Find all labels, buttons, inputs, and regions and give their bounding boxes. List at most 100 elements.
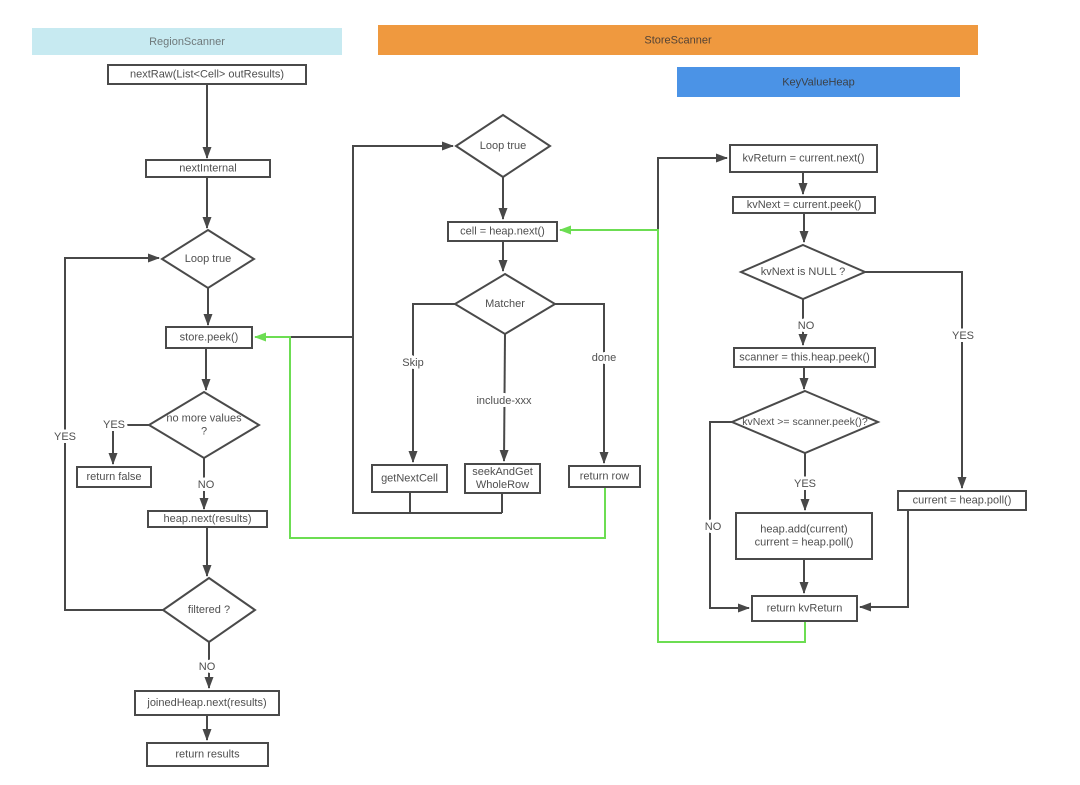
key-value-heap-header: KeyValueHeap xyxy=(677,67,960,97)
region-loop-true-diamond xyxy=(160,228,256,290)
edge-return-row-to-store-peek xyxy=(254,332,606,539)
region-scanner-header: RegionScanner xyxy=(32,28,342,55)
current-heap-poll-box xyxy=(897,490,1027,511)
region-scanner-header-bar xyxy=(32,28,342,55)
node-kv-next-is-null: kvNext is NULL ? xyxy=(738,243,868,301)
node-cell-heap-next: cell = heap.next() xyxy=(447,221,558,242)
node-kv-next-current-peek-label: kvNext = current.peek() xyxy=(747,199,862,211)
label-no-filtered: NO xyxy=(199,661,216,673)
return-false-box xyxy=(76,466,152,488)
node-seek-and-get-whole-row-label: seekAndGet xyxy=(472,466,533,478)
node-kv-next-current-peek: kvNext = current.peek() xyxy=(732,196,876,214)
store-scanner-header: StoreScanner xyxy=(378,25,978,55)
node-return-row-label: return row xyxy=(580,471,630,483)
node-return-kv-return: return kvReturn xyxy=(751,595,858,622)
label-skip: Skip xyxy=(402,357,423,369)
node-next-raw-label: nextRaw(List<Cell> outResults) xyxy=(130,69,284,81)
label-no-kv-null: NO xyxy=(798,320,815,332)
node-no-more-values-label: no more values xyxy=(166,413,242,425)
heap-next-results-box xyxy=(147,510,268,528)
node-current-heap-poll: current = heap.poll() xyxy=(897,490,1027,511)
node-scanner-this-heap-peek-label: scanner = this.heap.peek() xyxy=(739,352,870,364)
node-return-false-label: return false xyxy=(86,471,141,483)
label-yes-kv-null: YES xyxy=(952,330,974,342)
node-return-kv-return-label: return kvReturn xyxy=(767,603,843,615)
node-no-more-values-label: ? xyxy=(201,426,207,438)
node-heap-add-current-label: heap.add(current) xyxy=(760,524,847,536)
node-return-false: return false xyxy=(76,466,152,488)
node-return-results-label: return results xyxy=(175,749,240,761)
matcher-diamond xyxy=(453,272,557,336)
node-region-loop-true-label: Loop true xyxy=(185,253,231,265)
edge-cell-call-to-kv-return xyxy=(657,153,728,230)
filtered-diamond xyxy=(161,576,257,644)
edge-return-kv-to-cell-heap-next xyxy=(559,225,806,643)
node-heap-add-current-label: current = heap.poll() xyxy=(755,537,854,549)
node-kv-return-current-next-label: kvReturn = current.next() xyxy=(743,153,865,165)
node-store-peek: store.peek() xyxy=(165,326,253,349)
node-seek-and-get-whole-row-label: WholeRow xyxy=(476,479,529,491)
edge-matcher-done-branch xyxy=(555,303,609,464)
label-yes-filtered-loop: YES xyxy=(54,431,76,443)
node-get-next-cell-label: getNextCell xyxy=(381,473,438,485)
node-kv-next-is-null-label: kvNext is NULL ? xyxy=(761,266,846,278)
label-no-ge: NO xyxy=(705,521,722,533)
store-peek-box xyxy=(165,326,253,349)
next-internal-box xyxy=(145,159,271,178)
next-raw-box xyxy=(107,64,307,85)
label-include-xxx: include-xxx xyxy=(476,395,532,407)
seek-and-get-whole-row-box xyxy=(464,463,541,494)
node-store-loop-true-label: Loop true xyxy=(480,140,526,152)
edge-current-poll-to-return-kv xyxy=(859,510,909,612)
kv-next-current-peek-box xyxy=(732,196,876,214)
node-heap-next-results-label: heap.next(results) xyxy=(163,513,251,525)
return-kv-return-box xyxy=(751,595,858,622)
edge-store-loop-back xyxy=(352,141,502,514)
label-yes-ge: YES xyxy=(794,478,816,490)
node-store-loop-true: Loop true xyxy=(454,113,552,179)
edge-ge-no-to-return-kv xyxy=(709,421,750,613)
heap-add-current-box xyxy=(735,512,873,560)
node-heap-next-results: heap.next(results) xyxy=(147,510,268,528)
node-no-more-values: no more values? xyxy=(147,390,261,460)
edge-matcher-skip-branch xyxy=(408,303,455,463)
key-value-heap-header-bar xyxy=(677,67,960,97)
node-heap-add-current: heap.add(current)current = heap.poll() xyxy=(735,512,873,560)
store-scanner-header-label: StoreScanner xyxy=(644,35,712,47)
edge-filtered-yes-loop-back xyxy=(64,253,163,611)
node-get-next-cell: getNextCell xyxy=(371,464,448,493)
node-cell-heap-next-label: cell = heap.next() xyxy=(460,226,545,238)
label-no-no-more: NO xyxy=(198,479,215,491)
node-filtered: filtered ? xyxy=(161,576,257,644)
node-store-peek-label: store.peek() xyxy=(180,332,239,344)
key-value-heap-header-label: KeyValueHeap xyxy=(782,77,855,89)
node-joined-heap-next: joinedHeap.next(results) xyxy=(134,690,280,716)
kv-next-ge-scanner-peek-diamond xyxy=(729,389,881,455)
node-next-internal-label: nextInternal xyxy=(179,163,236,175)
node-scanner-this-heap-peek: scanner = this.heap.peek() xyxy=(733,347,876,368)
no-more-values-diamond xyxy=(147,390,261,460)
node-next-internal: nextInternal xyxy=(145,159,271,178)
node-region-loop-true: Loop true xyxy=(160,228,256,290)
node-next-raw: nextRaw(List<Cell> outResults) xyxy=(107,64,307,85)
get-next-cell-box xyxy=(371,464,448,493)
edge-no-more-yes-to-return-false xyxy=(108,424,149,465)
node-kv-return-current-next: kvReturn = current.next() xyxy=(729,144,878,173)
kv-next-is-null-diamond xyxy=(738,243,868,301)
return-results-box xyxy=(146,742,269,767)
node-current-heap-poll-label: current = heap.poll() xyxy=(913,495,1012,507)
node-return-results: return results xyxy=(146,742,269,767)
return-row-box xyxy=(568,465,641,488)
label-yes-no-more: YES xyxy=(103,419,125,431)
store-scanner-header-bar xyxy=(378,25,978,55)
node-joined-heap-next-label: joinedHeap.next(results) xyxy=(146,697,266,709)
cell-heap-next-box xyxy=(447,221,558,242)
edge-matcher-include-branch xyxy=(499,333,509,462)
node-return-row: return row xyxy=(568,465,641,488)
node-matcher: Matcher xyxy=(453,272,557,336)
node-filtered-label: filtered ? xyxy=(188,604,230,616)
kv-return-current-next-box xyxy=(729,144,878,173)
node-matcher-label: Matcher xyxy=(485,298,525,310)
